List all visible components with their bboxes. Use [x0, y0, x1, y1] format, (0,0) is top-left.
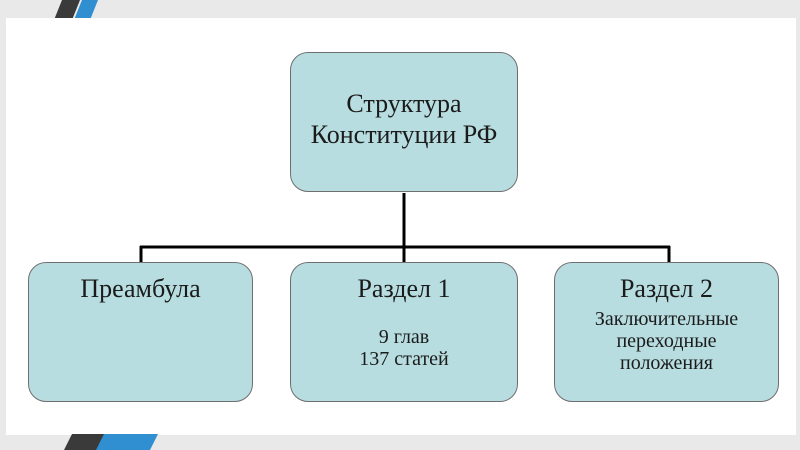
- connector-lines: [139, 193, 671, 263]
- child-node-detail: 9 глав: [378, 326, 430, 348]
- root-node-line2: Конституции РФ: [310, 120, 498, 149]
- child-node-title: Раздел 1: [357, 274, 451, 303]
- child-node-detail: переходные: [616, 330, 717, 352]
- child-node-section-1: Раздел 1 9 глав 137 статей: [290, 262, 518, 402]
- corner-decoration-bottom: [64, 434, 158, 450]
- child-node-title: Раздел 2: [619, 274, 714, 303]
- child-node-detail: 137 статей: [359, 348, 449, 370]
- root-node: Структура Конституции РФ: [290, 52, 518, 192]
- child-node-title: Преамбула: [80, 274, 201, 303]
- root-node-line1: Структура: [346, 89, 462, 118]
- child-node-section-2: Раздел 2 Заключительные переходные полож…: [554, 262, 779, 402]
- child-node-preamble: Преамбула: [28, 262, 253, 402]
- child-node-detail: положения: [620, 352, 713, 374]
- corner-decoration-top: [54, 0, 98, 20]
- slide-canvas: Структура Конституции РФ Преамбула Разде…: [6, 18, 796, 435]
- child-node-detail: Заключительные: [594, 308, 739, 330]
